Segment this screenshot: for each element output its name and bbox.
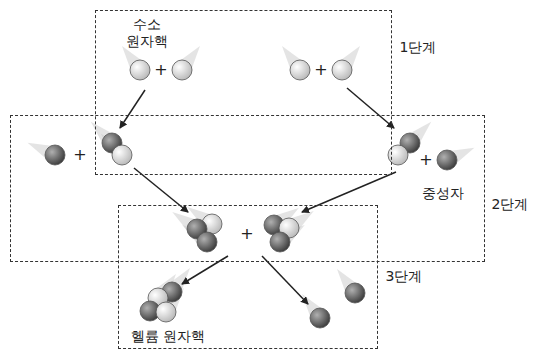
particle-label: 중성자 (422, 185, 464, 202)
neutron-ball (270, 232, 290, 252)
particle-label: 수소 원자핵 (124, 16, 170, 50)
proton-ball (172, 60, 192, 80)
plus-sign: + (419, 150, 432, 169)
proton-ball (130, 60, 150, 80)
stage-label: 1단계 (400, 39, 437, 56)
stage-label: 3단계 (386, 268, 423, 285)
stage-label: 2단계 (492, 196, 529, 213)
proton-ball (332, 60, 352, 80)
reaction-arrow (182, 256, 228, 284)
particle-label: 헬륨 원자핵 (131, 328, 205, 345)
plus-sign: + (73, 145, 86, 164)
neutron-ball (437, 150, 457, 170)
neutron-ball (310, 308, 330, 328)
reaction-arrow (262, 256, 308, 304)
plus-sign: + (314, 60, 327, 79)
plus-sign: + (240, 224, 253, 243)
proton-ball (156, 302, 176, 322)
proton-ball (388, 145, 408, 165)
neutron-ball (345, 283, 365, 303)
neutron-ball (197, 232, 217, 252)
proton-ball (290, 60, 310, 80)
reaction-arrow (347, 88, 394, 128)
plus-sign: + (154, 60, 167, 79)
reaction-arrow (302, 172, 396, 212)
neutron-ball (45, 145, 65, 165)
reaction-arrow (120, 90, 145, 128)
proton-ball (112, 145, 132, 165)
